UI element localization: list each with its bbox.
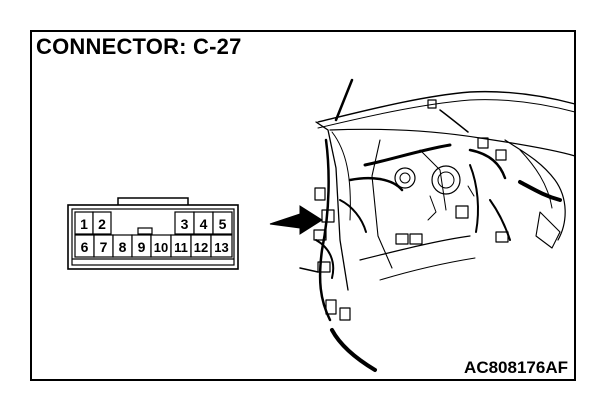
pin-label: 12 <box>194 240 208 255</box>
pin-label: 10 <box>154 240 168 255</box>
pin-label: 7 <box>100 239 108 255</box>
pin-label: 6 <box>81 239 89 255</box>
pin-label: 5 <box>219 216 227 232</box>
pin-label: 8 <box>119 239 127 255</box>
pin-label: 1 <box>80 216 88 232</box>
pin-cell-3: 3 <box>174 211 195 235</box>
connector-title: CONNECTOR: C-27 <box>36 34 242 59</box>
pin-cell-10: 10 <box>150 234 172 258</box>
pin-label: 3 <box>181 216 189 232</box>
diagram-frame <box>30 30 576 381</box>
pin-cell-13: 13 <box>210 234 233 258</box>
pin-cell-7: 7 <box>93 234 114 258</box>
pin-cell-5: 5 <box>212 211 233 235</box>
pin-label: 9 <box>138 239 146 255</box>
connector-face: 1 2 3 4 5 6 7 8 <box>67 197 239 270</box>
pin-label: 2 <box>98 216 106 232</box>
pin-cell-1: 1 <box>74 211 94 235</box>
figure-code: AC808176AF <box>464 358 568 377</box>
pin-cell-11: 11 <box>170 234 192 258</box>
pin-cell-2: 2 <box>92 211 112 235</box>
pin-label: 11 <box>174 240 188 255</box>
pin-cell-8: 8 <box>112 234 133 258</box>
dashboard-illustration <box>299 78 576 372</box>
pin-cell-6: 6 <box>74 234 95 258</box>
pin-label: 13 <box>214 240 228 255</box>
pin-cell-12: 12 <box>190 234 212 258</box>
pointer-arrow-icon <box>269 205 323 235</box>
pin-cell-9: 9 <box>131 234 152 258</box>
pin-cell-4: 4 <box>193 211 214 235</box>
pin-label: 4 <box>200 216 208 232</box>
